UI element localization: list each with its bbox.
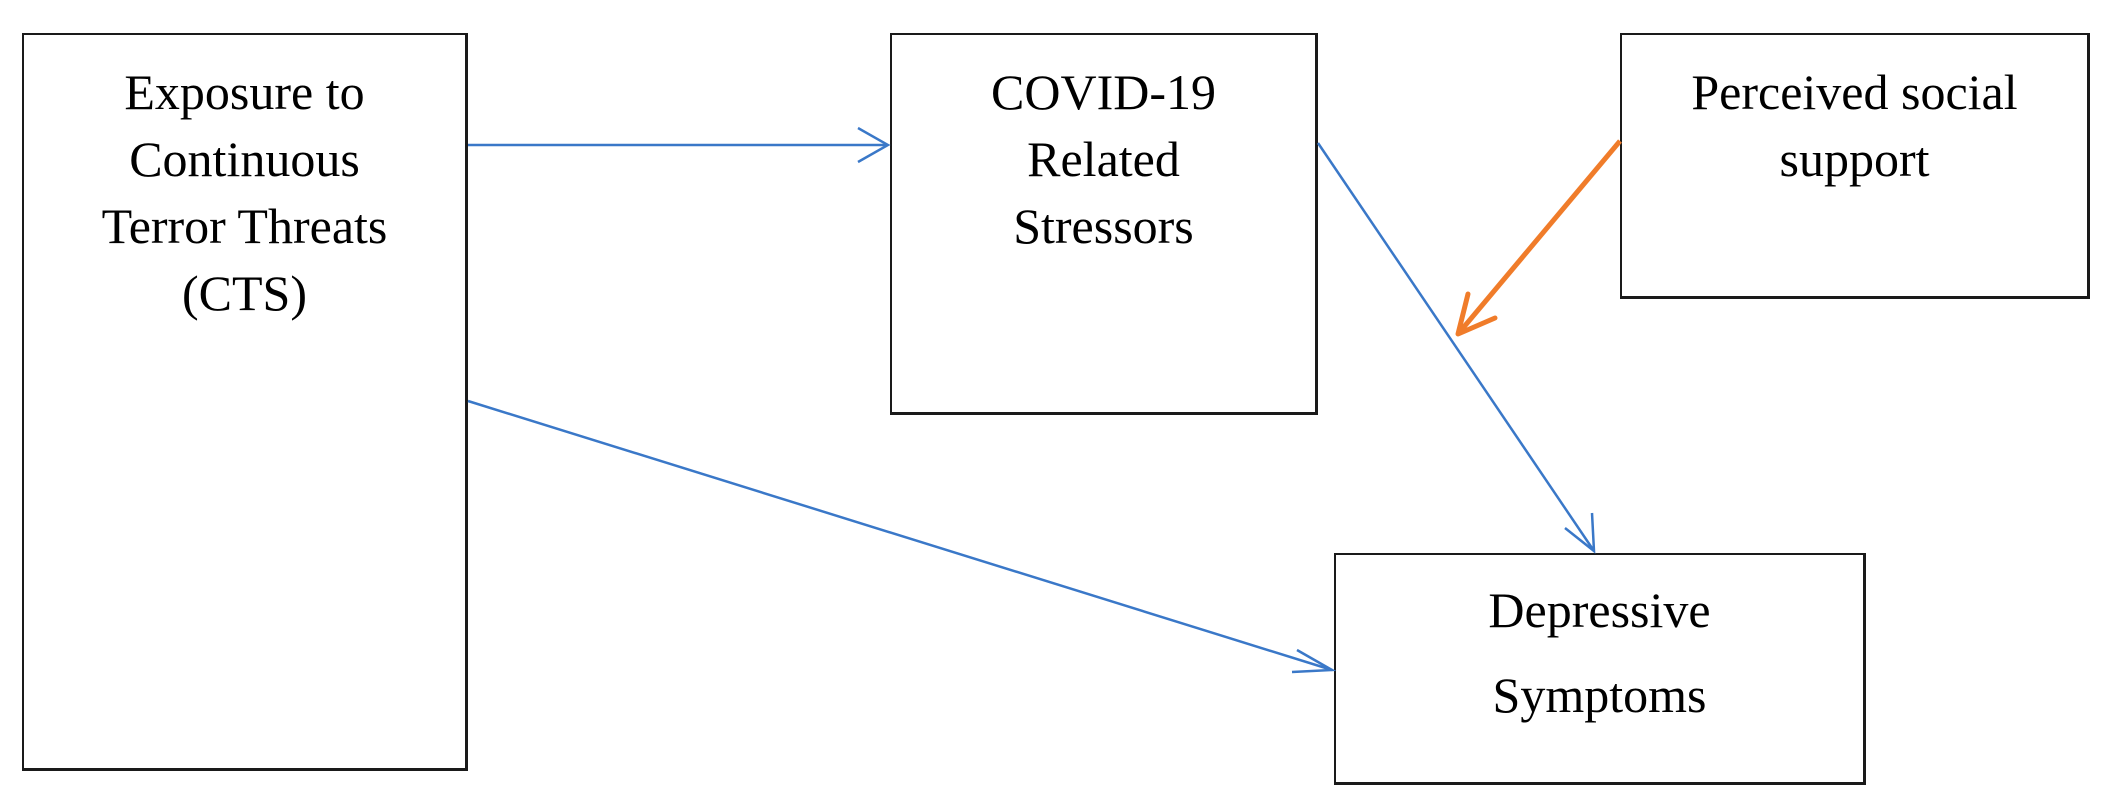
depressive-symptoms-box: Depressive Symptoms [1334,553,1866,785]
edge-cts-to-covid [468,126,891,164]
support-label-line: Perceived social [1691,64,2018,120]
covid-label-line: COVID-19 [991,64,1216,120]
support-label-line: support [1779,131,1930,187]
edge-support-moderation [1455,139,1622,337]
covid-label-line: Related [1027,131,1180,187]
cts-label-line: Exposure to [124,64,365,120]
social-support-box: Perceived social support [1620,33,2090,299]
edge-covid-to-depressive [1316,142,1596,554]
edge-cts-to-depressive [467,399,1337,674]
covid-label-line: Stressors [1013,198,1194,254]
depressive-label-line: Symptoms [1492,667,1707,723]
cts-label-line: Terror Threats [101,198,388,254]
cts-box: Exposure to Continuous Terror Threats (C… [22,33,468,771]
depressive-label-line: Depressive [1488,582,1711,638]
cts-label-line: Continuous [129,131,360,187]
covid-stressors-box: COVID-19 Related Stressors [890,33,1318,415]
line-spacer [1336,644,1863,662]
cts-label-line: (CTS) [182,265,307,321]
